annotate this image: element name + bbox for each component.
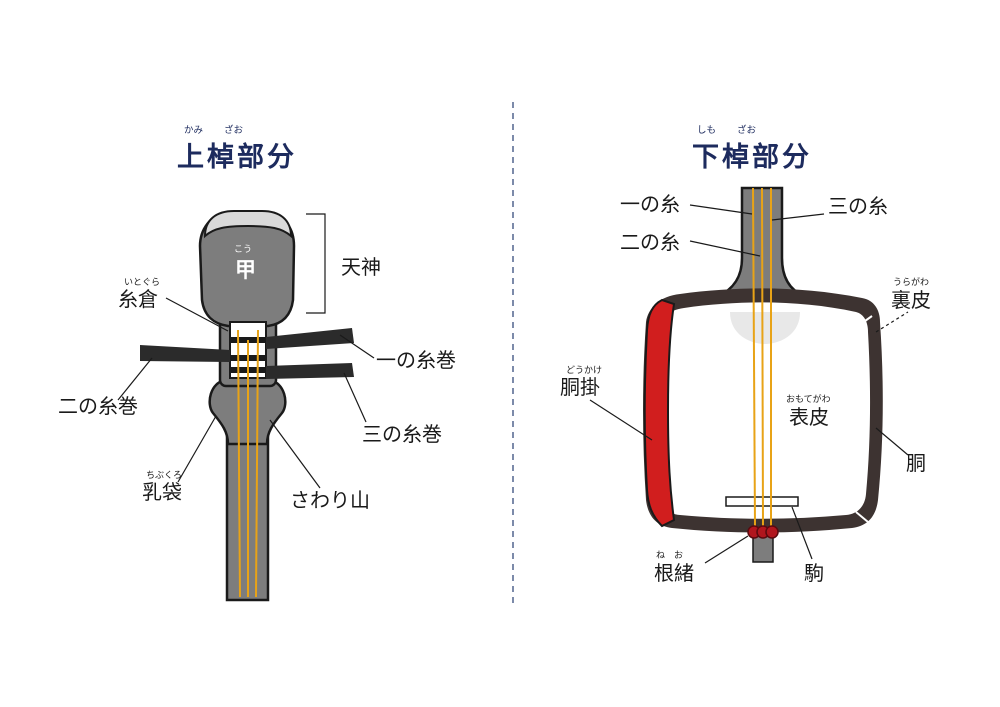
label-itogura: 糸倉 [118, 287, 158, 311]
head-inner-label: 甲 [235, 258, 256, 282]
lower-title-ruby-1: しも [697, 125, 716, 136]
lower-section: しも ざお 下棹部分 一の糸 二の糸 三の糸 うら [560, 124, 931, 585]
label-itogura-ruby: いとぐら [124, 277, 160, 288]
label-neo: 根緒 [654, 561, 694, 585]
upper-title-ruby-2: ざお [224, 124, 244, 136]
lower-string-2 [761, 187, 764, 529]
lead-do [875, 427, 909, 456]
label-ni-ito: 二の糸 [620, 230, 680, 254]
lead-koma [791, 506, 813, 560]
lead-ichi-itomaki [339, 334, 375, 359]
lead-ni-ito [689, 240, 761, 257]
upper-string-3 [255, 329, 259, 598]
upper-title-ruby-1: かみ [184, 125, 203, 136]
label-koma: 駒 [804, 561, 824, 585]
label-neo-ruby: ね お [656, 550, 683, 561]
label-dokake-ruby: どうかけ [566, 365, 602, 376]
lead-itogura [165, 297, 229, 332]
lead-sawariyama [269, 419, 321, 489]
frame-notch-top-right [857, 315, 873, 327]
dokake-cover [643, 298, 676, 528]
label-urakawa: 裏皮 [891, 288, 931, 312]
label-chibukuro-ruby: ちぶくろ [146, 470, 182, 481]
label-ni-itomaki: 二の糸巻 [58, 394, 138, 418]
lower-string-1 [752, 187, 756, 529]
label-omotegawa-ruby: おもてがわ [786, 393, 831, 405]
label-sawariyama: さわり山 [290, 488, 370, 512]
tenjin-cap [203, 210, 293, 239]
lead-dokake [589, 399, 653, 441]
label-tenjin: 天神 [341, 255, 381, 279]
label-do: 胴 [906, 451, 926, 475]
lead-san-itomaki [343, 372, 367, 423]
ni-itomaki-peg [140, 345, 230, 362]
lower-title: 下棹部分 [692, 141, 812, 173]
head-inner-ruby: こう [234, 244, 252, 255]
upper-string-1 [237, 329, 241, 598]
label-chibukuro: 乳袋 [142, 480, 182, 504]
neo-stub [752, 535, 774, 563]
label-ichi-itomaki: 一の糸巻 [376, 348, 456, 372]
tenjin-bracket [306, 213, 326, 314]
label-san-ito: 三の糸 [828, 194, 888, 218]
lead-urakawa [875, 311, 909, 333]
lead-san-ito [771, 213, 825, 221]
label-san-itomaki: 三の糸巻 [362, 422, 442, 446]
lower-title-ruby-2: ざお [737, 124, 757, 136]
label-urakawa-ruby: うらがわ [893, 276, 929, 288]
lead-chibukuro [177, 415, 217, 483]
lead-neo [704, 535, 749, 564]
lower-neck [717, 186, 805, 298]
lead-ichi-ito [689, 204, 753, 215]
neo-knot-3 [765, 525, 779, 539]
san-itomaki-peg [266, 363, 354, 379]
label-ichi-ito: 一の糸 [620, 192, 680, 216]
upper-section: かみ ざお 上棹部分 こう 甲 天神 いとぐら 糸倉 [58, 124, 456, 602]
label-omotegawa: 表皮 [789, 405, 829, 429]
neck-shadow [730, 312, 800, 344]
frame-notch-bottom-right [855, 511, 869, 523]
lead-ni-itomaki [117, 357, 153, 401]
label-dokake: 胴掛 [560, 375, 600, 399]
ichi-itomaki-peg [266, 328, 354, 349]
upper-title: 上棹部分 [177, 141, 297, 173]
